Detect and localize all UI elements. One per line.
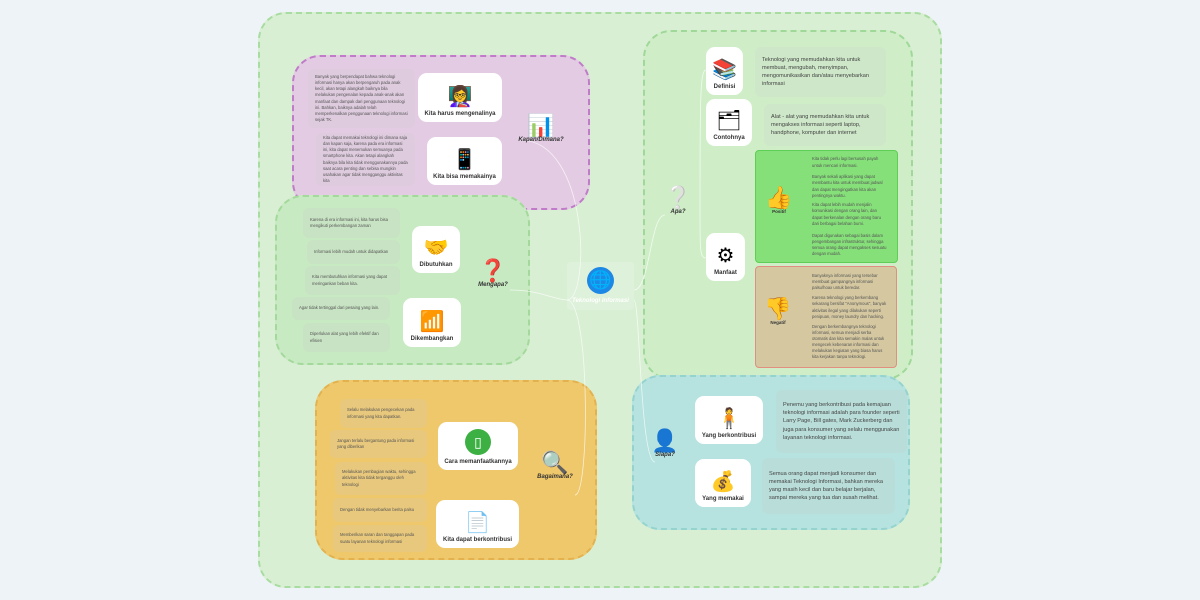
node-yang-memakai[interactable]: 💰Yang memakai	[695, 459, 751, 507]
note: Selalu melakukan pengecekan pada informa…	[340, 399, 427, 428]
mengapa-region	[275, 195, 530, 365]
note: Semua orang dapat menjadi konsumer dan m…	[762, 458, 895, 514]
siapa-region	[632, 375, 910, 530]
teacher-icon: 👩‍🏫	[447, 86, 473, 108]
note: Penemu yang berkontribusi pada kemajuan …	[776, 390, 907, 453]
topic-positif[interactable]: 👍Positif	[763, 185, 795, 215]
negatif-box	[755, 266, 897, 368]
node-manfaat[interactable]: ⚙Manfaat	[706, 233, 745, 281]
positif-box	[755, 150, 898, 263]
magnifier-icon: 🔍	[541, 450, 569, 475]
chart-clock-icon: 📊	[527, 113, 555, 138]
book-icon: 📚	[712, 59, 737, 81]
note: Kita membutuhkan informasi yang dapat me…	[305, 266, 400, 295]
note: Agar tidak tertinggal dari pesaing yang …	[292, 297, 390, 320]
note: Kita dapat lebih mudah menjalin komunika…	[812, 202, 881, 226]
gear-icon: ⚙	[716, 245, 735, 267]
hand-document-icon: 📄	[465, 512, 490, 534]
note: Alat - alat yang memudahkan kita untuk m…	[764, 104, 886, 146]
node-dibutuhkan[interactable]: 🤝Dibutuhkan	[412, 226, 460, 273]
note: Diperlukan alat yang lebih efektif dan e…	[303, 323, 390, 352]
note: Jangan terlalu bergantung pada informasi…	[330, 430, 427, 458]
phone-circle-icon: ▯	[465, 429, 491, 455]
question-bubble-icon: ❔	[664, 185, 692, 210]
hand-icon: 🤝	[423, 237, 449, 259]
note: Dapat digunakan sebagai basis dalam peng…	[812, 232, 887, 257]
thumbs-up-icon: 👍	[765, 185, 793, 210]
smartphone-icon: 📱	[452, 149, 477, 171]
user-question-icon: 👤	[651, 428, 679, 453]
node-yang-berkontribusi[interactable]: 🧍Yang berkontribusi	[695, 396, 763, 444]
node-kita-harus-mengenalinya[interactable]: 👩‍🏫Kita harus mengenalinya	[418, 73, 502, 122]
central-topic-label: Teknologi Informasi	[572, 298, 629, 304]
node-kita-bisa-memakainya[interactable]: 📱Kita bisa memakainya	[427, 137, 502, 185]
note: Informasi lebih mudah untuk didapatkan	[307, 240, 400, 264]
central-topic[interactable]: 🌐 Teknologi Informasi	[567, 262, 634, 310]
thumbs-down-icon: 👎	[764, 296, 792, 321]
node-kita-dapat-berkontribusi[interactable]: 📄Kita dapat berkontribusi	[436, 500, 519, 548]
growth-chart-icon: 📶	[419, 311, 445, 333]
node-contohnya[interactable]: 🗂Contohnya	[706, 99, 752, 146]
note: Dengan tidak menyebarkan berita palsu	[333, 498, 427, 522]
note: Karena di era informasi ini, kita harus …	[303, 208, 400, 238]
topic-bagaimana[interactable]: 🔍Bagaimana?	[530, 450, 580, 481]
node-dikembangkan[interactable]: 📶Dikembangkan	[403, 298, 461, 347]
note: Karena teknologi yang berkembang sekaran…	[812, 295, 887, 319]
note: Kita dapat memakai teknologi ini dimana …	[316, 133, 415, 186]
note: Banyaknya informasi yang tersebar membua…	[812, 272, 878, 291]
note: Melakukan pembagian waktu, sehingga akti…	[335, 462, 427, 495]
note: Kita tidak perlu lagi bersusah payah unt…	[812, 156, 879, 168]
note: Memberikan saran dan tanggapan pada suat…	[333, 525, 427, 552]
node-cara-memanfaatkannya[interactable]: ▯Cara memanfaatkannya	[438, 422, 518, 470]
node-definisi[interactable]: 📚Definisi	[706, 47, 743, 95]
topic-negatif[interactable]: 👎Negatif	[762, 296, 794, 326]
money-users-icon: 💰	[710, 471, 736, 493]
person-idea-icon: 🧍	[716, 408, 742, 430]
note: Banyak sekali aplikasi yang dapat memban…	[812, 174, 883, 198]
topic-mengapa[interactable]: ❓Mengapa?	[472, 258, 514, 289]
note: Banyak yang berpendapat bahwa teknologi …	[308, 69, 415, 128]
palette-icon: 🗂	[716, 110, 742, 132]
globe-icon: 🌐	[587, 267, 614, 294]
topic-siapa[interactable]: 👤Siapa?	[648, 428, 682, 459]
topic-apa[interactable]: ❔Apa?	[660, 185, 696, 216]
cloud-question-icon: ❓	[479, 258, 507, 283]
note: Teknologi yang memudahkan kita untuk mem…	[755, 47, 886, 97]
topic-kapan-dimana[interactable]: 📊Kapan/Dimana?	[515, 113, 567, 144]
note: Dengan berkembangnya teknologi informasi…	[812, 323, 885, 360]
